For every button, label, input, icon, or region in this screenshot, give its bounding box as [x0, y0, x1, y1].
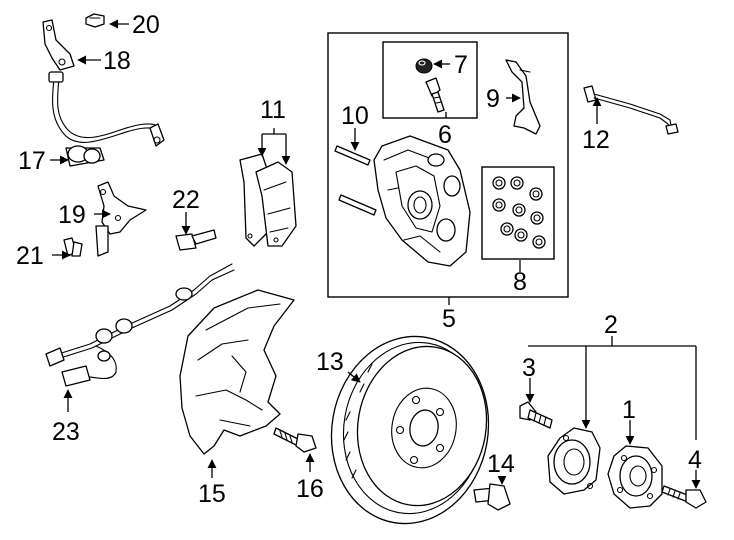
callout-13: 13 [316, 348, 344, 376]
part-18-hose-bracket[interactable] [42, 19, 75, 71]
part-12-wear-sensor[interactable] [583, 85, 679, 135]
callout-12: 12 [582, 126, 610, 154]
callout-23: 23 [52, 418, 80, 446]
part-15-dust-shield[interactable] [179, 289, 295, 455]
callout-19: 19 [58, 201, 86, 229]
callout-21: 21 [16, 242, 44, 270]
part-5-caliper[interactable] [373, 135, 471, 267]
callout-4: 4 [688, 446, 702, 474]
callout-2: 2 [604, 311, 618, 339]
callout-14: 14 [487, 450, 515, 478]
callout-20: 20 [132, 11, 160, 39]
callout-labels: 20 18 17 19 21 22 11 10 7 6 9 12 8 5 13 … [16, 11, 702, 508]
part-2-wheel-bearing[interactable] [547, 427, 601, 495]
caliper-group-box [327, 32, 569, 298]
callout-3: 3 [522, 354, 536, 382]
part-4-hub-bolt[interactable] [661, 485, 707, 509]
part-23-abs-sensor-harness[interactable] [45, 263, 235, 387]
callout-1: 1 [622, 396, 636, 424]
part-3-hub-bolt[interactable] [519, 401, 553, 429]
callout-7: 7 [454, 51, 468, 79]
part-21-clip[interactable] [63, 237, 83, 257]
part-19-bracket[interactable] [95, 181, 147, 257]
callout-22: 22 [172, 186, 200, 214]
callout-8: 8 [513, 268, 527, 296]
callout-6: 6 [438, 121, 452, 149]
part-10-guide-pins[interactable] [334, 145, 377, 216]
callout-11: 11 [260, 96, 286, 124]
callout-15: 15 [198, 480, 226, 508]
leader-lines [50, 19, 701, 489]
part-16-shield-bolt[interactable] [273, 427, 317, 453]
callout-18: 18 [103, 47, 131, 75]
callout-16: 16 [296, 475, 324, 503]
bleeder-group-box [382, 41, 478, 119]
part-13-brake-rotor[interactable] [317, 324, 503, 536]
part-7-bleeder-cap[interactable] [415, 58, 433, 74]
part-6-bleeder-screw[interactable] [425, 77, 445, 113]
part-9-spring-clip[interactable] [505, 59, 541, 135]
part-22-sensor[interactable] [175, 229, 217, 251]
seal-kit-group-box [481, 166, 555, 260]
part-8-seal-kit[interactable] [492, 176, 546, 249]
part-11-brake-pads[interactable] [239, 153, 297, 247]
callout-10: 10 [341, 102, 369, 130]
callout-5: 5 [442, 305, 456, 333]
part-20-clip[interactable] [85, 13, 105, 28]
callout-17: 17 [18, 147, 46, 175]
part-1-wheel-hub[interactable] [607, 445, 663, 509]
part-17-brake-hose[interactable] [48, 71, 165, 167]
callout-9: 9 [486, 85, 500, 113]
part-14-rotor-bolt[interactable] [473, 483, 511, 511]
